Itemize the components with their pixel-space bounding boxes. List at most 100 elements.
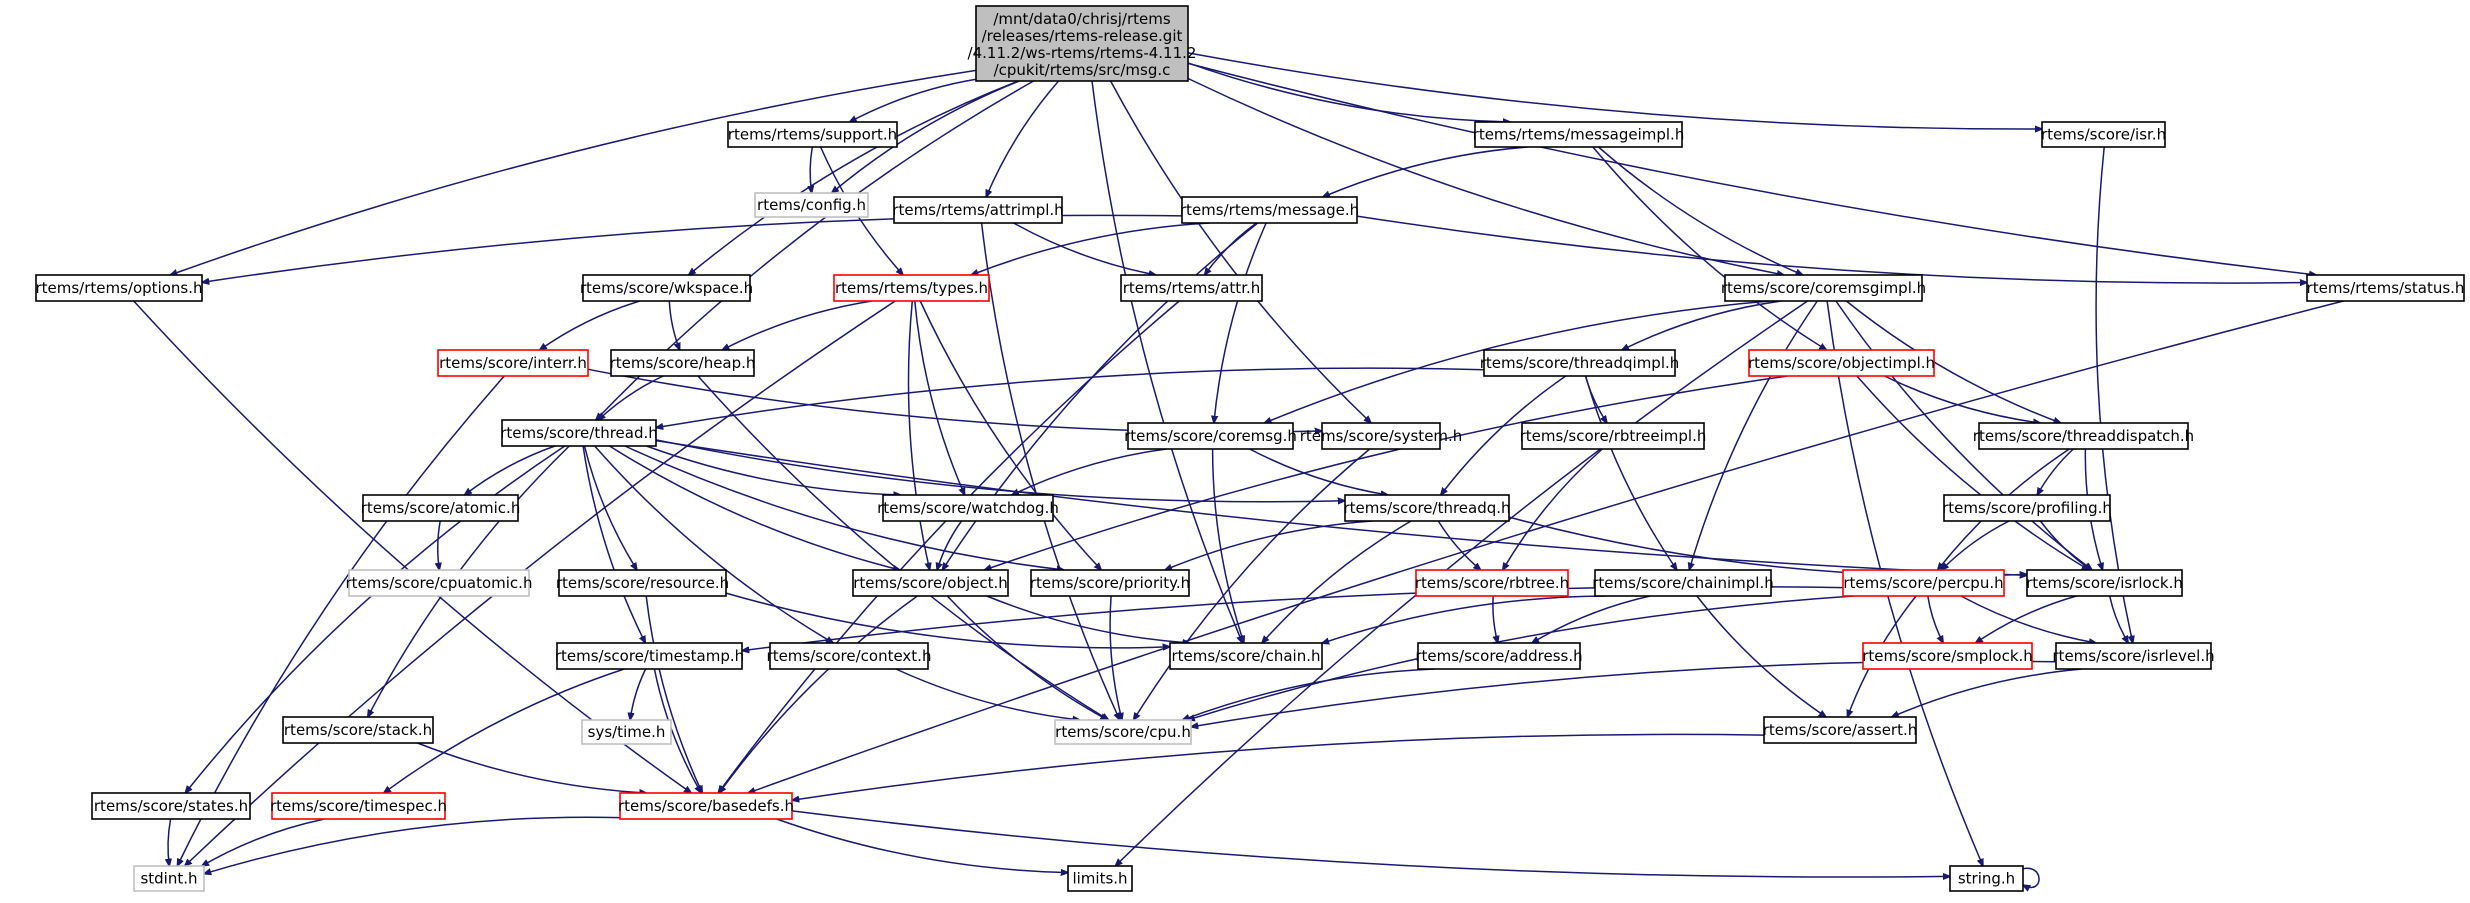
node-address[interactable]: rtems/score/address.h xyxy=(1415,642,1583,670)
edge-coremsg-to-chain xyxy=(1211,448,1244,643)
edge-threadqimpl-to-chainimpl xyxy=(1584,375,1677,570)
edge-percpu-to-isrlevel xyxy=(1960,595,2096,643)
node-box xyxy=(558,569,727,597)
edge-thread-to-object xyxy=(609,445,901,570)
node-message[interactable]: rtems/rtems/message.h xyxy=(1180,196,1359,224)
node-coremsg[interactable]: rtems/score/coremsg.h xyxy=(1124,422,1297,450)
node-stdint[interactable]: stdint.h xyxy=(133,865,205,892)
edge-types-to-priority xyxy=(919,300,1101,570)
node-box xyxy=(1181,196,1358,224)
edge-threadqimpl-to-threadq xyxy=(1441,375,1567,495)
node-object[interactable]: rtems/score/object.h xyxy=(852,569,1009,597)
node-string[interactable]: string.h xyxy=(1949,865,2024,892)
node-states[interactable]: rtems/score/states.h xyxy=(91,792,251,820)
node-cpu[interactable]: rtems/score/cpu.h xyxy=(1054,719,1192,745)
node-label: rtems/score/timespec.h xyxy=(270,797,447,815)
node-priority[interactable]: rtems/score/priority.h xyxy=(1030,569,1190,597)
node-isr[interactable]: rtems/score/isr.h xyxy=(2041,121,2166,148)
node-threadq[interactable]: rtems/score/threadq.h xyxy=(1343,494,1511,522)
node-label: rtems/score/percpu.h xyxy=(1843,574,2003,592)
node-isrlock[interactable]: rtems/score/isrlock.h xyxy=(2026,569,2183,597)
edge-coremsg-to-threadq xyxy=(1249,448,1388,495)
node-wkspace[interactable]: rtems/score/wkspace.h xyxy=(580,274,753,302)
node-types[interactable]: rtems/rtems/types.h xyxy=(833,274,990,302)
edges-layer xyxy=(133,52,2344,888)
edge-profiling-to-isrlock xyxy=(2039,520,2091,570)
node-limits[interactable]: limits.h xyxy=(1067,865,1133,892)
node-atomic[interactable]: rtems/score/atomic.h xyxy=(361,494,521,522)
node-label: rtems/score/watchdog.h xyxy=(877,499,1059,517)
node-box xyxy=(1030,569,1190,597)
node-box xyxy=(556,642,743,670)
node-messageimpl[interactable]: rtems/rtems/messageimpl.h xyxy=(1473,121,1685,148)
edge-message-to-types xyxy=(971,222,1210,275)
node-rbtreeimpl[interactable]: rtems/score/rbtreeimpl.h xyxy=(1520,422,1707,450)
node-basedefs[interactable]: rtems/score/basedefs.h xyxy=(618,792,794,820)
node-timestamp[interactable]: rtems/score/timestamp.h xyxy=(555,642,744,670)
edge-objectimpl-to-object xyxy=(984,375,1788,570)
edge-thread-to-resource xyxy=(583,445,638,570)
node-config[interactable]: rtems/config.h xyxy=(754,192,869,218)
node-context[interactable]: rtems/score/context.h xyxy=(767,642,932,670)
edge-assert-to-basedefs xyxy=(792,733,1765,800)
node-box xyxy=(1763,716,1917,744)
node-resource[interactable]: rtems/score/resource.h xyxy=(556,569,729,597)
node-watchdog[interactable]: rtems/score/watchdog.h xyxy=(877,494,1059,522)
node-chainimpl[interactable]: rtems/score/chainimpl.h xyxy=(1592,569,1774,597)
edge-attrimpl-to-attr xyxy=(1013,222,1156,275)
node-threadqimpl[interactable]: rtems/score/threadqimpl.h xyxy=(1480,349,1680,377)
edge-basedefs-to-limits xyxy=(776,818,1068,873)
edge-msg-to-support xyxy=(850,78,977,122)
edge-message-to-coremsg xyxy=(1214,222,1267,423)
node-box xyxy=(1748,349,1935,377)
node-label: rtems/score/thread.h xyxy=(500,424,658,442)
edge-object-to-chain xyxy=(986,595,1190,643)
node-percpu[interactable]: rtems/score/percpu.h xyxy=(1842,569,2005,597)
node-system[interactable]: rtems/score/system.h xyxy=(1300,422,1463,450)
node-assert[interactable]: rtems/score/assert.h xyxy=(1763,716,1918,744)
node-options[interactable]: rtems/rtems/options.h xyxy=(35,274,203,302)
edge-object-to-cpu xyxy=(946,595,1107,720)
node-systime[interactable]: sys/time.h xyxy=(581,719,672,745)
edge-resource-to-chain xyxy=(725,592,1170,648)
node-attr[interactable]: rtems/rtems/attr.h xyxy=(1120,274,1263,302)
edge-chainimpl-to-assert xyxy=(1696,595,1826,717)
node-box xyxy=(1169,642,1323,670)
node-box xyxy=(1594,569,1772,597)
edge-basedefs-to-string xyxy=(791,810,1950,877)
node-label: rtems/score/coremsg.h xyxy=(1124,427,1297,445)
edge-thread-to-watchdog xyxy=(646,445,900,495)
edge-msg-to-coremsgimpl xyxy=(1187,77,1784,276)
node-chain[interactable]: rtems/score/chain.h xyxy=(1169,642,1323,670)
node-box xyxy=(893,196,1063,224)
edge-status-to-basedefs xyxy=(748,300,2344,793)
node-status[interactable]: rtems/rtems/status.h xyxy=(2306,274,2465,302)
node-stack[interactable]: rtems/score/stack.h xyxy=(282,716,434,744)
node-box xyxy=(1978,422,2189,450)
node-box xyxy=(437,349,589,377)
node-profiling[interactable]: rtems/score/profiling.h xyxy=(1942,494,2112,522)
node-timespec[interactable]: rtems/score/timespec.h xyxy=(270,792,447,820)
edge-heap-to-cpu xyxy=(697,375,1109,720)
edge-msg-to-options xyxy=(170,69,977,275)
node-heap[interactable]: rtems/score/heap.h xyxy=(610,349,756,377)
node-rbtree[interactable]: rtems/score/rbtree.h xyxy=(1415,569,1569,597)
node-support[interactable]: rtems/rtems/support.h xyxy=(727,121,898,148)
edge-chainimpl-to-address xyxy=(1532,595,1651,643)
edge-context-to-cpu xyxy=(895,668,1080,720)
edge-messageimpl-to-objectimpl xyxy=(1592,146,1827,350)
node-cpuatomic[interactable]: rtems/score/cpuatomic.h xyxy=(346,569,533,597)
root-node-msg-c[interactable]: /mnt/data0/chrisj/rtems /releases/rtems-… xyxy=(968,5,1197,82)
node-isrlevel[interactable]: rtems/score/isrlevel.h xyxy=(2052,642,2215,670)
node-threaddispatch[interactable]: rtems/score/threaddispatch.h xyxy=(1973,422,2194,450)
node-label: rtems/rtems/support.h xyxy=(728,126,897,144)
edge-threadqimpl-to-rbtreeimpl xyxy=(1584,375,1608,423)
node-attrimpl[interactable]: rtems/rtems/attrimpl.h xyxy=(892,196,1064,224)
node-objectimpl[interactable]: rtems/score/objectimpl.h xyxy=(1748,349,1935,377)
node-smplock[interactable]: rtems/score/smplock.h xyxy=(1862,642,2033,670)
node-thread[interactable]: rtems/score/thread.h xyxy=(500,419,658,447)
edge-states-to-stdint xyxy=(168,818,171,866)
node-interr[interactable]: rtems/score/interr.h xyxy=(437,349,589,377)
edge-msg-to-chain xyxy=(1091,80,1243,643)
node-coremsgimpl[interactable]: rtems/score/coremsgimpl.h xyxy=(1721,274,1926,302)
